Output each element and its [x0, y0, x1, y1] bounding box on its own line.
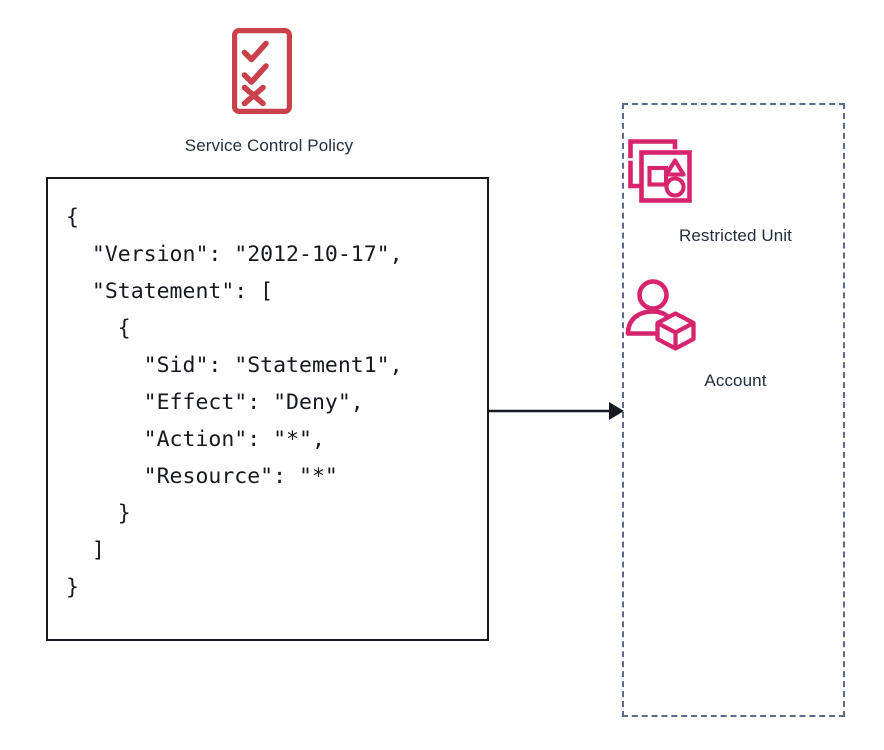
applies-to-arrow — [487, 393, 627, 429]
service-control-policy-node: Service Control Policy — [155, 27, 383, 168]
restricted-organizational-unit-icon — [624, 135, 847, 212]
policy-document-box: { "Version": "2012-10-17", "Statement": … — [46, 177, 489, 641]
restricted-unit-node: Restricted Unit — [624, 135, 847, 246]
policy-json-code: { "Version": "2012-10-17", "Statement": … — [66, 205, 403, 600]
account-node: Account — [624, 278, 847, 391]
restricted-scope-boundary: Restricted Unit Account — [622, 103, 845, 717]
service-control-policy-label: Service Control Policy — [184, 136, 354, 155]
account-icon — [624, 278, 847, 357]
restricted-unit-label: Restricted Unit — [679, 226, 792, 245]
account-label: Account — [704, 371, 767, 390]
service-control-policy-icon — [231, 27, 292, 115]
